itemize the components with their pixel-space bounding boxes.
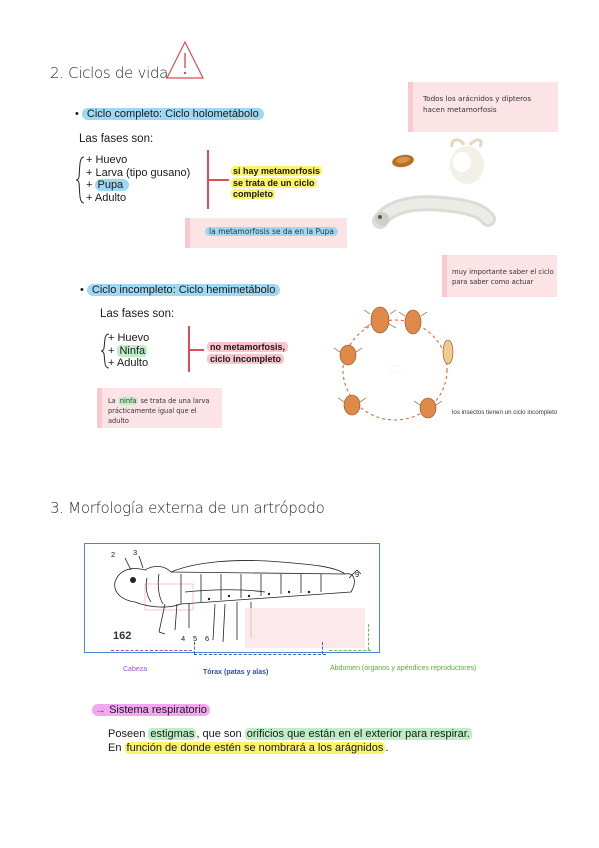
figure-number: 162 (113, 630, 132, 642)
complete-phase-list: + Huevo + Larva (tipo gusano) + Pupa + A… (86, 154, 190, 204)
thorax-segment-line (194, 654, 326, 655)
thorax-segment-tick (194, 642, 195, 654)
no-metamorphosis-note: no metamorfosis, ciclo incompleto (207, 342, 289, 365)
phase-ninfa: + Ninfa (108, 344, 148, 357)
section-title-ciclos: 2. Ciclos de vida (50, 64, 169, 82)
head-segment-line (111, 650, 192, 651)
figure-label-2: 2 (111, 550, 116, 559)
red-connector-2 (188, 349, 204, 351)
respiratory-line-1: Poseen estigmas, que son orificios que e… (108, 728, 472, 740)
phase-huevo-2: + Huevo (108, 332, 150, 344)
arthropod-drawing (114, 555, 365, 648)
abdomen-segment-line (329, 650, 371, 651)
svg-text:· · · · · ·: · · · · · · (390, 363, 401, 367)
important-note-card: muy importante saber el ciclo para saber… (442, 255, 557, 297)
phase-adulto: + Adulto (86, 191, 127, 204)
incomplete-phase-list: + Huevo + Ninfa + Adulto (108, 332, 149, 370)
louse-life-cycle-diagram: · · · · · · · · · · · · · (333, 306, 454, 421)
brace-icon-2 (100, 333, 110, 369)
figure-label-5: 5 (193, 634, 198, 643)
abdomen-segment-tick (368, 624, 369, 650)
incomplete-cycle-heading: • Ciclo incompleto: Ciclo hemimetábolo (80, 284, 281, 296)
phases-label: Las fases son: (79, 133, 154, 145)
arthropod-morphology-figure: 162 2 3 4 5 6 9 (84, 543, 380, 653)
cocoon-image (372, 138, 496, 229)
phase-pupa: + Pupa (86, 179, 190, 192)
warning-triangle-icon (166, 40, 204, 79)
thorax-segment-tick-2 (322, 642, 323, 654)
respiratory-heading: → Sistema respiratorio (92, 704, 210, 716)
label-thorax: Tórax (patas y alas) (203, 669, 269, 676)
label-abdomen: Abdomen (órganos y apéndices reproductor… (330, 665, 477, 672)
phase-adulto-2: + Adulto (108, 357, 149, 369)
figure-label-3: 3 (133, 548, 138, 557)
svg-text:· · · · · · ·: · · · · · · · (389, 369, 401, 373)
metamorphosis-note: si hay metamorfosis se trata de un ciclo… (231, 166, 323, 199)
phase-huevo: + Huevo (86, 154, 128, 166)
red-connector (207, 179, 229, 181)
brace-icon (75, 156, 85, 204)
label-head: Cabeza (123, 666, 148, 673)
figure-label-9: 9 (355, 570, 360, 579)
pupa-note-card: la metamorfosis se da en la Pupa (185, 218, 347, 248)
cycle-caption: los insectos tienen un ciclo incompleto (452, 409, 558, 416)
section-title-morfologia: 3. Morfología externa de un artrópodo (50, 499, 325, 517)
incomplete-phases-label: Las fases son: (100, 308, 175, 320)
complete-cycle-heading: • Ciclo completo: Ciclo holometábolo (75, 108, 264, 120)
ninfa-note-card: La ninfa se trata de una larva prácticam… (97, 388, 222, 428)
respiratory-text: Poseen estigmas, que son orificios que e… (108, 728, 472, 755)
figure-label-4: 4 (181, 634, 186, 643)
figure-label-6: 6 (205, 634, 210, 643)
side-note-card: Todos los arácnidos y dípteros hacen met… (408, 82, 558, 132)
respiratory-line-2: En función de donde estén se nombrará a … (108, 741, 389, 754)
phase-larva: + Larva (tipo gusano) (86, 166, 191, 179)
